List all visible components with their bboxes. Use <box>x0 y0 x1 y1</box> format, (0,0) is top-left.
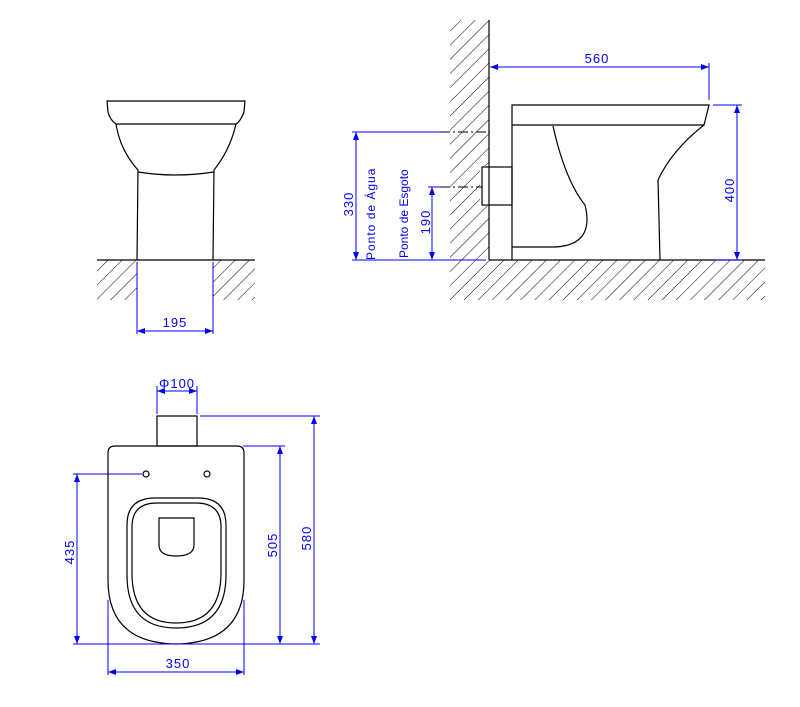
wall-hatch <box>450 20 489 300</box>
width-dimension: 350 <box>166 656 191 671</box>
outlet-pipe <box>481 166 513 206</box>
bowl-length-dimension: 505 <box>265 533 280 558</box>
front-bowl-outline <box>106 100 246 261</box>
fixing-hole-left <box>142 470 150 478</box>
sewer-point-label: Ponto de Esgoto <box>397 169 411 258</box>
water-point-label: Ponto de Água <box>363 168 378 260</box>
side-view: 560 400 330 Ponto de Água 190 Ponto de E… <box>341 20 765 300</box>
sewer-point-height: 190 <box>418 210 433 235</box>
front-width-dimension: 195 <box>163 315 188 330</box>
floor-hatch <box>489 260 765 300</box>
bowl-opening <box>158 517 195 557</box>
total-length-dimension: 580 <box>299 526 314 551</box>
fixing-hole-right <box>203 470 211 478</box>
side-bowl-outline <box>511 104 710 261</box>
height-dimension: 400 <box>722 178 737 203</box>
seat-outer <box>126 497 227 629</box>
seat-inner <box>131 502 222 624</box>
outlet-pipe-top <box>156 415 198 447</box>
top-view: Φ100 435 505 580 350 <box>62 376 320 675</box>
depth-dimension: 560 <box>585 51 610 66</box>
water-point-height: 330 <box>341 192 356 217</box>
hole-distance-dimension: 435 <box>62 540 77 565</box>
outlet-diameter: Φ100 <box>159 376 195 391</box>
front-view: 195 <box>97 100 255 334</box>
top-bowl-outline <box>107 445 245 645</box>
